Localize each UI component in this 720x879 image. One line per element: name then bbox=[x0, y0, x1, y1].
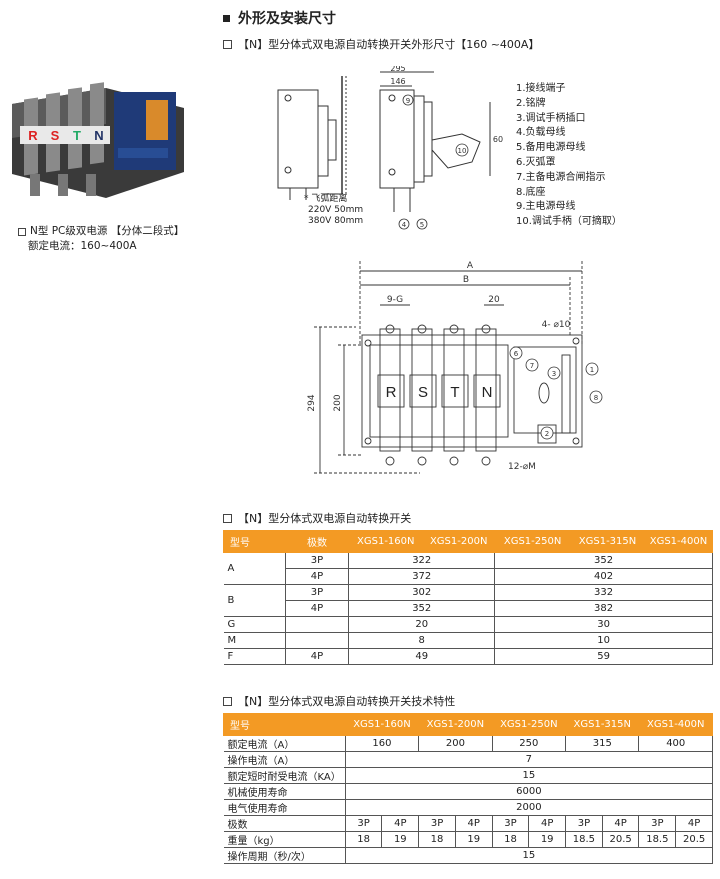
callout-3: 3 bbox=[552, 370, 556, 378]
dim-12m: 12-⌀M bbox=[508, 462, 536, 472]
hollow-square-icon bbox=[223, 696, 232, 706]
legend-item: 10.调试手柄（可摘取） bbox=[516, 216, 622, 228]
product-photo: R S T N bbox=[12, 82, 184, 198]
table1-title: 【N】型分体式双电源自动转换开关 bbox=[223, 510, 411, 526]
legend-item: 8.底座 bbox=[516, 186, 546, 198]
table-row: 额定电流（A） 160 200 250 315 400 bbox=[223, 735, 713, 752]
legend-item: 9.主电源母线 bbox=[516, 201, 576, 213]
callout-1: 1 bbox=[590, 366, 594, 374]
table-row: 额定短时耐受电流（KA） 15 bbox=[223, 767, 714, 784]
dim-20: 20 bbox=[488, 295, 500, 305]
legend-item: 1.接线端子 bbox=[516, 83, 566, 94]
hollow-square-icon bbox=[223, 513, 232, 523]
front-view-drawing: A B 9-G 20 4- ⌀10 294 200 12-⌀M R S T N … bbox=[307, 261, 603, 474]
front-letter-n: N bbox=[482, 384, 493, 401]
technical-table: 型号 XGS1-160N XGS1-200N XGS1-250N XGS1-31… bbox=[223, 713, 714, 864]
callout-7: 7 bbox=[530, 362, 534, 370]
photo-letter-n: N bbox=[94, 128, 103, 143]
legend-item: 6.灭弧罩 bbox=[516, 156, 556, 168]
callout-5: 5 bbox=[420, 221, 424, 229]
photo-letter-r: R bbox=[28, 128, 38, 143]
dim-b: B bbox=[463, 275, 469, 285]
dim-294: 294 bbox=[307, 394, 317, 411]
parts-legend: 1.接线端子 2.铭牌 3.调试手柄插口 4.负载母线 5.备用电源母线 6.灭… bbox=[516, 82, 622, 230]
photo-letter-s: S bbox=[51, 128, 60, 143]
diagram-title: 【N】型分体式双电源自动转换开关外形尺寸【160 ~400A】 bbox=[223, 36, 539, 52]
callout-2: 2 bbox=[545, 430, 549, 438]
table-row: 极数 3P 4P 3P 4P 3P 4P 3P 4P 3P 4P bbox=[223, 815, 713, 832]
callout-6: 6 bbox=[514, 350, 519, 358]
side-view-drawing: 295 146 60 9 10 4 5 bbox=[277, 66, 503, 230]
table-row: 操作周期（秒/次） 15 bbox=[223, 847, 714, 864]
dim-holes: 4- ⌀10 bbox=[542, 320, 571, 330]
legend-item: 3.调试手柄插口 bbox=[516, 112, 586, 124]
arc-distance-note: * 飞弧距离 220V 50mm 380V 80mm bbox=[304, 194, 364, 226]
front-letter-t: T bbox=[450, 384, 459, 401]
table-header-row: 型号 极数 XGS1-160N XGS1-200N XGS1-250N XGS1… bbox=[223, 530, 714, 553]
dim-a: A bbox=[467, 261, 474, 271]
section-title: 外形及安装尺寸 bbox=[223, 8, 336, 28]
legend-item: 7.主备电源合闸指示 bbox=[516, 171, 606, 183]
front-letter-r: R bbox=[386, 384, 397, 401]
table-row: 重量（kg） 18 19 18 19 18 19 18.5 20.5 18.5 … bbox=[223, 831, 713, 848]
dim-60: 60 bbox=[493, 135, 503, 144]
legend-item: 5.备用电源母线 bbox=[516, 142, 586, 154]
table-row: M 8 10 bbox=[223, 632, 713, 649]
callout-10: 10 bbox=[458, 147, 467, 155]
callout-4: 4 bbox=[402, 221, 407, 229]
hollow-square-icon bbox=[18, 227, 26, 236]
table-row: 电气使用寿命 2000 bbox=[223, 799, 714, 816]
table-header-row: 型号 XGS1-160N XGS1-200N XGS1-250N XGS1-31… bbox=[223, 713, 713, 736]
dimension-table: 型号 极数 XGS1-160N XGS1-200N XGS1-250N XGS1… bbox=[223, 530, 714, 665]
callout-8: 8 bbox=[594, 394, 598, 402]
callout-9: 9 bbox=[406, 97, 410, 105]
table-row: 4P 352 382 bbox=[224, 600, 713, 617]
table-row: F 4P 49 59 bbox=[223, 648, 713, 665]
legend-item: 4.负载母线 bbox=[516, 127, 566, 139]
photo-letter-t: T bbox=[73, 128, 81, 143]
table2-title: 【N】型分体式双电源自动转换开关技术特性 bbox=[223, 693, 455, 709]
table-row: G 20 30 bbox=[223, 616, 713, 633]
dim-9g: 9-G bbox=[387, 295, 403, 305]
dim-200: 200 bbox=[333, 394, 343, 411]
dim-295: 295 bbox=[390, 66, 405, 73]
hollow-square-icon bbox=[223, 39, 232, 49]
front-letter-s: S bbox=[418, 384, 428, 401]
table-row: 机械使用寿命 6000 bbox=[223, 783, 714, 800]
table-row: 4P 372 402 bbox=[224, 568, 713, 585]
product-caption: N型 PC级双电源 【分体二段式】 额定电流：160~400A bbox=[18, 224, 184, 254]
square-bullet-icon bbox=[223, 14, 230, 22]
table-row: B 3P 302 332 bbox=[223, 584, 713, 617]
table-row: 操作电流（A） 7 bbox=[223, 751, 714, 768]
legend-item: 2.铭牌 bbox=[516, 97, 546, 109]
table-row: A 3P 322 352 bbox=[223, 552, 713, 585]
dim-146: 146 bbox=[390, 77, 405, 86]
